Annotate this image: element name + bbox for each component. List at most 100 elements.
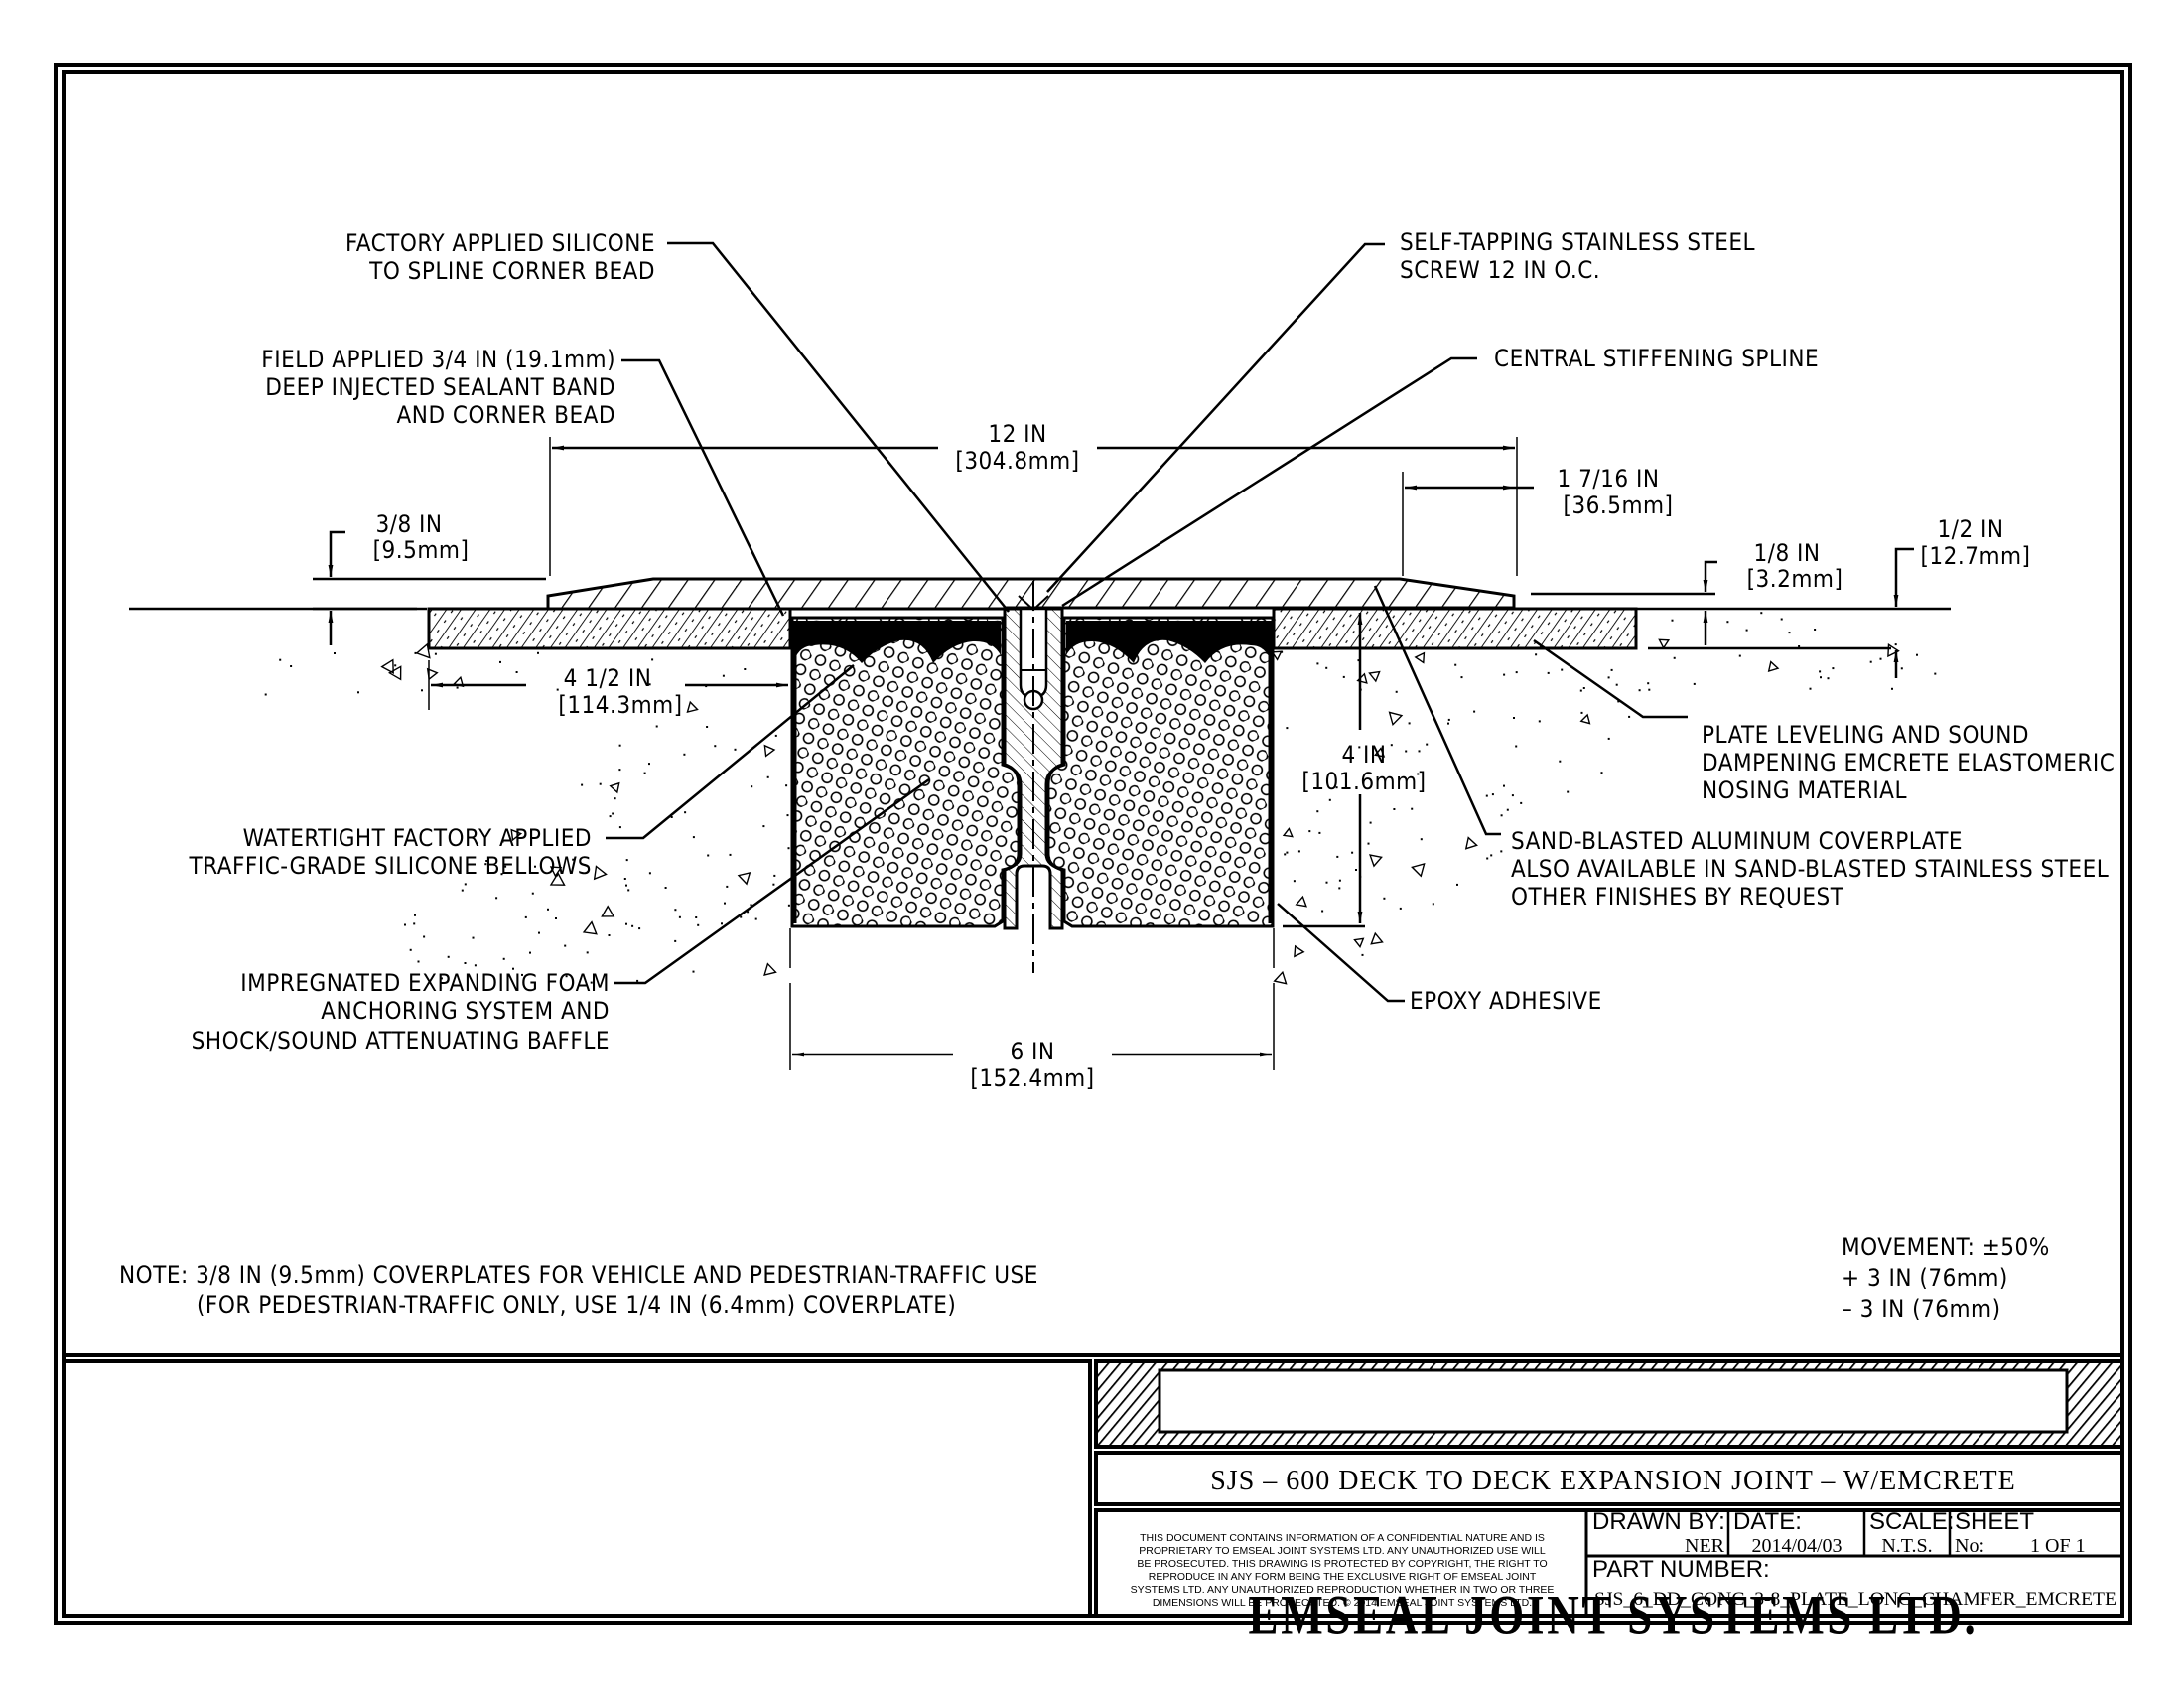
aggregate-dot xyxy=(1491,793,1494,796)
svg-text:REPRODUCE IN ANY FORM BEING TH: REPRODUCE IN ANY FORM BEING THE EXCLUSIV… xyxy=(1149,1571,1537,1583)
aggregate-dot xyxy=(529,951,531,954)
dim-chamfer: 1 7/16 IN xyxy=(1558,465,1660,492)
aggregate-dot xyxy=(357,691,359,694)
aggregate-mark xyxy=(1464,836,1478,850)
dim-chamfer-mm: [36.5mm] xyxy=(1564,492,1674,519)
aggregate-dot xyxy=(747,911,750,914)
movement-plus: + 3 IN (76mm) xyxy=(1842,1264,2008,1292)
aggregate-dot xyxy=(692,970,695,973)
svg-text:THIS DOCUMENT CONTAINS INFORMA: THIS DOCUMENT CONTAINS INFORMATION OF A … xyxy=(1140,1532,1545,1544)
aggregate-dot xyxy=(564,944,567,947)
aggregate-dot xyxy=(1671,619,1674,622)
aggregate-dot xyxy=(1934,672,1937,675)
aggregate-dot xyxy=(695,916,698,918)
aggregate-dot xyxy=(1869,660,1872,663)
aggregate-dot xyxy=(1316,662,1319,665)
aggregate-dot xyxy=(1393,808,1396,810)
aggregate-dot xyxy=(612,812,614,815)
aggregate-mark xyxy=(1282,827,1294,838)
dim-plate-thickness-mm: [9.5mm] xyxy=(373,536,470,564)
aggregate-dot xyxy=(1673,656,1676,659)
aggregate-dot xyxy=(638,927,641,930)
drawing-title: SJS – 600 DECK TO DECK EXPANSION JOINT –… xyxy=(1210,1466,2016,1496)
aggregate-dot xyxy=(1503,673,1506,676)
aggregate-dot xyxy=(572,858,575,861)
aggregate-dot xyxy=(1297,850,1300,853)
aggregate-dot xyxy=(547,908,549,911)
aggregate-dot xyxy=(740,915,743,918)
svg-text:PROPRIETARY TO EMSEAL JOINT SY: PROPRIETARY TO EMSEAL JOINT SYSTEMS LTD.… xyxy=(1139,1545,1546,1557)
aggregate-mark xyxy=(1370,931,1384,945)
aggregate-dot xyxy=(1405,750,1408,753)
aggregate-dot xyxy=(1325,881,1328,884)
aggregate-dot xyxy=(618,769,621,772)
callout-factory-silicone: TO SPLINE CORNER BEAD xyxy=(368,257,655,285)
aggregate-dot xyxy=(1513,717,1515,719)
sheet-label: SHEET xyxy=(1955,1508,2034,1535)
aggregate-mark xyxy=(1414,651,1426,664)
aggregate-dot xyxy=(1827,677,1830,680)
aggregate-dot xyxy=(631,924,634,927)
aggregate-dot xyxy=(1367,842,1370,845)
svg-text:BE PROSECUTED. THIS DRAWING IS: BE PROSECUTED. THIS DRAWING IS PROTECTED… xyxy=(1137,1558,1547,1570)
callout-coverplate: ALSO AVAILABLE IN SAND-BLASTED STAINLESS… xyxy=(1511,855,2109,883)
aggregate-dot xyxy=(1358,746,1361,749)
dimension-labels: 12 IN [304.8mm] 1 7/16 IN [36.5mm] 3/8 I… xyxy=(373,420,2030,1092)
aggregate-dot xyxy=(1447,718,1450,721)
dim-nosing-width-mm: [114.3mm] xyxy=(558,691,682,719)
disclaimer: THIS DOCUMENT CONTAINS INFORMATION OF A … xyxy=(1131,1532,1555,1609)
aggregate-mark xyxy=(1273,970,1288,985)
aggregate-dot xyxy=(1338,887,1341,890)
aggregate-dot xyxy=(1286,727,1289,730)
aggregate-dot xyxy=(1647,682,1650,685)
aggregate-dot xyxy=(334,652,336,654)
aggregate-mark xyxy=(609,781,620,794)
drawn-by-label: DRAWN BY: xyxy=(1592,1508,1725,1535)
sheet-no-label: No: xyxy=(1955,1535,1984,1557)
callout-field-sealant: DEEP INJECTED SEALANT BAND xyxy=(265,373,615,401)
aggregate-dot xyxy=(1916,653,1918,656)
date-value: 2014/04/03 xyxy=(1751,1535,1842,1557)
aggregate-dot xyxy=(1336,855,1339,858)
scale-label: SCALE: xyxy=(1869,1508,1954,1535)
aggregate-dot xyxy=(1894,643,1897,646)
aggregate-dot xyxy=(534,865,536,868)
aggregate-dot xyxy=(537,651,539,654)
aggregate-dot xyxy=(734,748,737,751)
aggregate-dot xyxy=(648,872,651,875)
aggregate-dot xyxy=(1357,659,1360,662)
aggregate-dot xyxy=(1580,711,1583,714)
aggregate-dot xyxy=(618,826,621,829)
aggregate-dot xyxy=(461,889,464,892)
aggregate-dot xyxy=(1607,676,1610,679)
callout-field-sealant: FIELD APPLIED 3/4 IN (19.1mm) xyxy=(261,346,615,373)
aggregate-dot xyxy=(1561,668,1564,671)
aggregate-dot xyxy=(1355,869,1357,871)
aggregate-dot xyxy=(754,917,757,920)
aggregate-dot xyxy=(773,874,776,877)
note-line-2: (FOR PEDESTRIAN-TRAFFIC ONLY, USE 1/4 IN… xyxy=(197,1291,956,1319)
aggregate-dot xyxy=(684,811,687,814)
aggregate-dot xyxy=(714,745,717,748)
aggregate-dot xyxy=(643,772,646,774)
aggregate-mark xyxy=(1887,643,1900,658)
callout-spline: CENTRAL STIFFENING SPLINE xyxy=(1494,345,1819,372)
dim-plate-width-mm: [304.8mm] xyxy=(955,447,1079,475)
aggregate-dot xyxy=(1891,687,1893,690)
dim-plate-offset: 1/8 IN xyxy=(1753,539,1820,567)
aggregate-dot xyxy=(512,967,514,970)
aggregate-dot xyxy=(636,979,639,982)
aggregate-dot xyxy=(683,753,686,756)
callout-screw: SELF-TAPPING STAINLESS STEEL xyxy=(1400,228,1755,256)
dim-plate-width: 12 IN xyxy=(988,420,1046,448)
aggregate-dot xyxy=(1308,830,1311,833)
aggregate-dot xyxy=(1316,810,1319,813)
aggregate-dot xyxy=(1726,621,1729,624)
aggregate-dot xyxy=(729,853,732,856)
sheet-border xyxy=(54,63,2132,1625)
aggregate-dot xyxy=(504,865,507,868)
aggregate-dot xyxy=(1383,897,1386,900)
aggregate-dot xyxy=(1369,821,1372,824)
dim-plate-thickness: 3/8 IN xyxy=(375,510,442,538)
aggregate-dot xyxy=(586,951,589,954)
